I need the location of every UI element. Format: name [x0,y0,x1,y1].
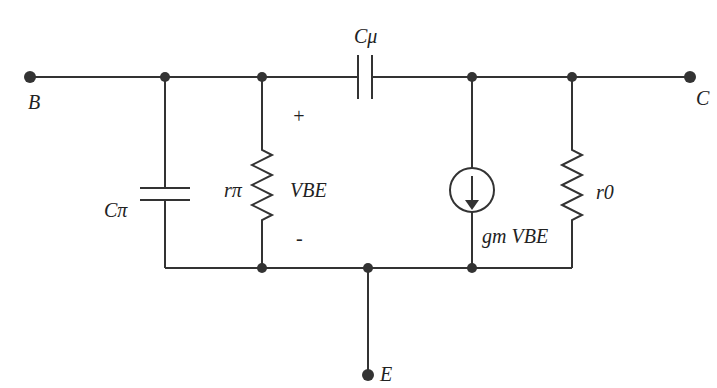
junction-dot [363,263,373,273]
terminal-label: B [28,92,40,112]
terminal-label: E [380,364,392,384]
junction-dot [257,72,267,82]
junction-dot [467,72,477,82]
cpi-plate [140,187,190,189]
junction-dot [257,263,267,273]
base-wire [30,76,358,78]
junction-dot [467,263,477,273]
component-label: Cμ [354,26,377,46]
emitter-lead [367,268,369,372]
component-label: r0 [596,182,614,202]
polarity-sign: - [296,228,303,248]
cmu-plate [357,55,359,99]
junction-dot [567,72,577,82]
junction-dot [160,72,170,82]
r0-resistor [562,77,582,268]
cpi-wire [164,77,166,188]
source-arrowhead [465,200,479,210]
current-source [450,168,494,212]
emitter-terminal [362,369,374,381]
component-label: Cπ [104,200,127,220]
collector-terminal [684,71,696,83]
component-label: gm VBE [482,226,548,246]
base-terminal [24,71,36,83]
rpi-resistor [252,77,272,268]
cmu-plate [371,55,373,99]
cpi-wire [164,200,166,268]
source-arrow [471,176,473,204]
component-label: rπ [224,180,242,200]
collector-wire [372,76,690,78]
polarity-sign: + [292,106,306,126]
source-wire [471,77,473,268]
voltage-label: VBE [290,180,327,200]
terminal-label: C [696,88,709,108]
